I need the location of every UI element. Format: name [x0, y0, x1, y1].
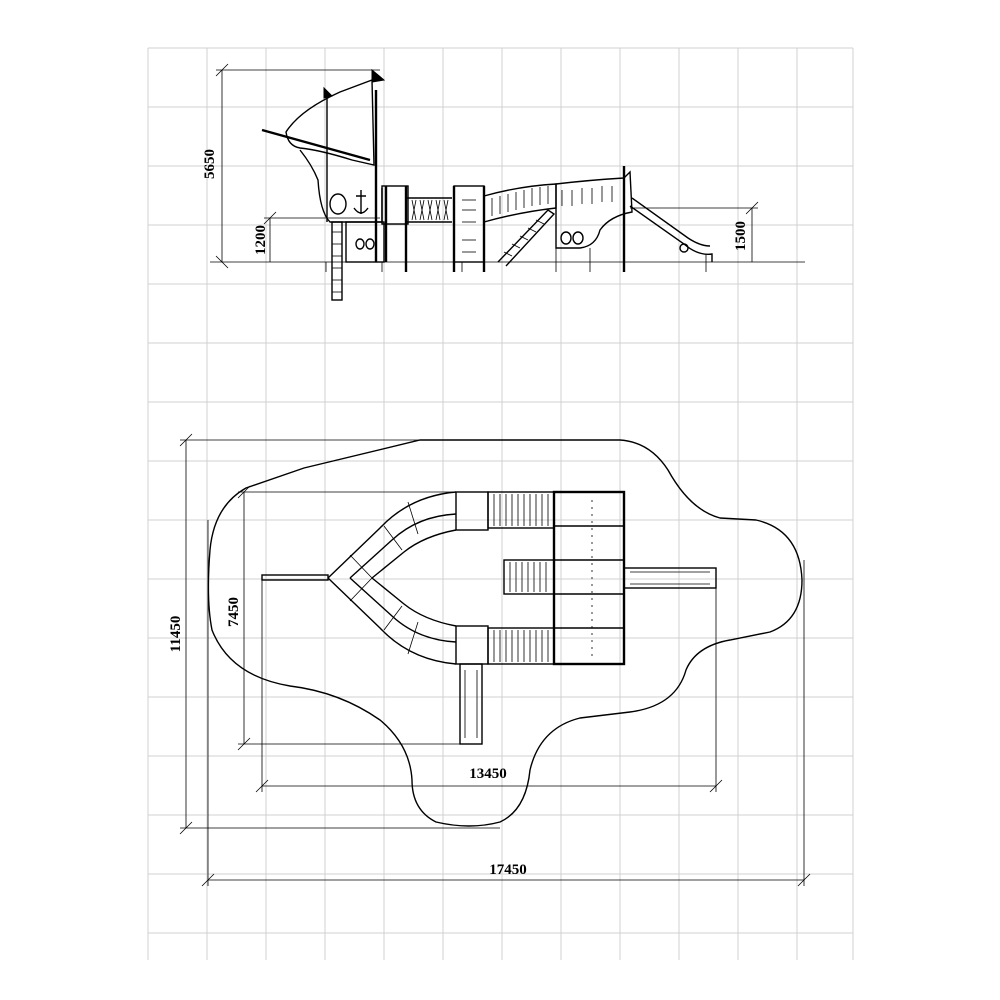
dimension-equipment-width	[237, 485, 470, 751]
dimension-total-height	[215, 63, 380, 269]
rope-bridge	[381, 185, 452, 272]
central-tower	[452, 185, 486, 272]
dimension-left-platform	[263, 211, 380, 262]
dimension-label-total-height: 5650	[202, 149, 218, 179]
plan-slide-bottom	[459, 663, 483, 745]
dimension-overall-width	[179, 433, 500, 835]
plan-curved-walkway-lower	[327, 577, 457, 665]
plan-bridge-middle	[503, 559, 555, 595]
dimension-label-equipment-length: 13450	[469, 766, 507, 782]
top-plan: 17450 11450 13450 7450	[168, 433, 811, 887]
ship-stern	[555, 166, 633, 272]
dimension-right-platform	[630, 201, 759, 262]
plan-bridge-lower	[487, 627, 555, 665]
dimension-equipment-length	[255, 578, 723, 793]
background-grid	[147, 47, 854, 960]
dimension-label-left-platform: 1200	[253, 225, 269, 255]
safety-zone-outline	[207, 439, 803, 827]
dimension-label-right-platform: 1500	[733, 221, 749, 251]
dimension-overall-length	[201, 520, 811, 887]
plan-slide-right	[623, 567, 717, 589]
climbing-ladder	[331, 221, 343, 301]
ship-bow-tower	[261, 68, 386, 272]
dimension-label-overall-width: 11450	[168, 616, 184, 653]
plan-bridge-upper	[487, 491, 555, 529]
side-elevation: 5650 1200 1500	[202, 63, 805, 301]
dimension-label-overall-length: 17450	[489, 862, 527, 878]
slide	[629, 197, 713, 272]
dimension-label-equipment-width: 7450	[226, 597, 242, 627]
plan-curved-walkway-upper	[327, 491, 457, 579]
